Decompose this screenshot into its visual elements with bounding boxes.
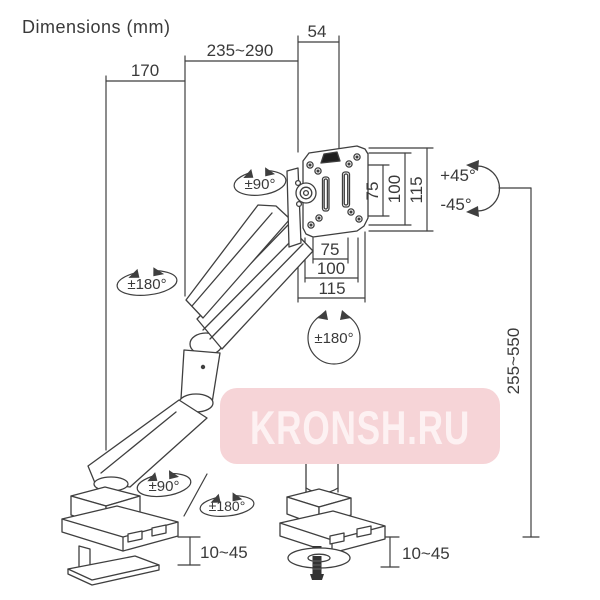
watermark: KRONSH.RU xyxy=(220,388,500,464)
dim-label-vesa-h75: 75 xyxy=(321,240,340,259)
vesa-rotate-indicator: ±180° xyxy=(307,307,361,365)
cable-port xyxy=(151,524,167,537)
dimension-labels: Dimensions (mm) 54 235~290 170 75 100 11… xyxy=(22,17,523,563)
grommet-mount xyxy=(279,454,386,580)
vesa-screw-holes xyxy=(306,153,363,229)
dim-label-clamp-range: 10~45 xyxy=(200,543,248,562)
dim-label-height-range: 255~550 xyxy=(504,328,523,395)
rotation-arrow-icon xyxy=(243,168,254,179)
dim-label-vesa-v115: 115 xyxy=(407,176,426,203)
rotation-arrow-icon xyxy=(210,493,221,503)
dim-label-vesa-h115: 115 xyxy=(318,279,345,298)
vesa-slots xyxy=(321,171,351,212)
rotation-arrow-icon xyxy=(147,472,158,482)
arm-rotate-indicator: ±180° xyxy=(116,266,178,296)
rotation-arrow-icon xyxy=(232,492,243,502)
rotation-arrow-icon xyxy=(265,167,276,177)
page-title: Dimensions (mm) xyxy=(22,17,171,37)
base-rotate-label: ±180° xyxy=(209,498,246,514)
monitor-arm-artwork xyxy=(61,145,386,586)
base-rotate-indicator: ±180° xyxy=(199,491,255,517)
base-swivel-label: ±90° xyxy=(149,478,180,495)
tilt-arrow-icon xyxy=(466,160,479,171)
rotation-arrow-icon xyxy=(340,310,351,320)
desk-clamp-mount xyxy=(61,486,179,586)
rotation-arrow-icon xyxy=(128,268,140,278)
watermark-background xyxy=(220,388,500,464)
rotation-arrow-icon xyxy=(168,470,180,480)
tilt-up-label: +45° xyxy=(440,166,476,185)
dim-label-vesa-h100: 100 xyxy=(317,259,345,278)
rotation-indicators: ±90° ±180° ±180° xyxy=(116,160,501,517)
ball-joint xyxy=(294,179,317,208)
tilt-arrow-icon xyxy=(466,206,479,217)
dim-label-235-290: 235~290 xyxy=(207,41,274,60)
vesa-plate xyxy=(302,145,369,238)
dim-label-vesa-v75: 75 xyxy=(363,182,382,201)
cable-port xyxy=(127,530,143,543)
tilt-indicator xyxy=(466,160,501,217)
cable-port xyxy=(329,532,345,545)
tilt-arc xyxy=(476,165,501,212)
gas-spring-cover xyxy=(185,204,291,319)
separator-slash xyxy=(183,473,208,517)
dim-label-170: 170 xyxy=(131,61,159,80)
dim-label-54: 54 xyxy=(308,22,327,41)
rotation-arrow-icon xyxy=(317,310,328,320)
tilt-down-label: -45° xyxy=(440,195,471,214)
vesa-rotate-label: ±180° xyxy=(314,330,353,347)
arm-rotate-label: ±180° xyxy=(127,276,166,293)
dim-label-grommet-range: 10~45 xyxy=(402,544,450,563)
dim-label-vesa-v100: 100 xyxy=(385,175,404,203)
cable-port xyxy=(356,525,372,538)
head-bracket xyxy=(286,167,302,248)
head-swivel-indicator: ±90° xyxy=(233,166,287,196)
rotation-arrow-icon xyxy=(153,267,165,277)
quick-release-clip xyxy=(320,151,341,164)
dimension-lines xyxy=(105,35,540,568)
head-swivel-label: ±90° xyxy=(245,176,276,193)
base-swivel-indicator: ±90° xyxy=(136,469,192,498)
watermark-text: KRONSH.RU xyxy=(250,401,470,454)
